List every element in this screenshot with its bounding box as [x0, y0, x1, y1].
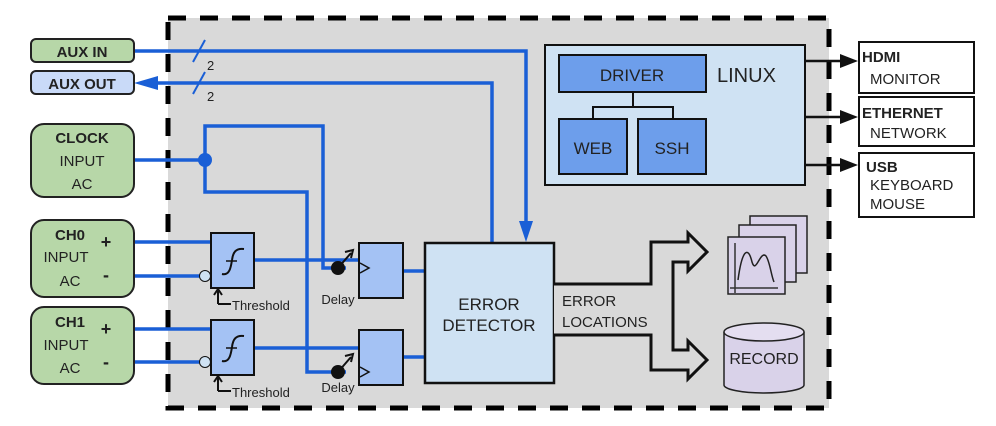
delay-adjust-arrow-icon [337, 352, 355, 373]
error-locations-line2: LOCATIONS [562, 314, 648, 331]
flipflop-ch0: Delay [321, 242, 404, 307]
ch1-line3: AC [60, 360, 81, 377]
delay-label: Delay [321, 292, 355, 307]
clock-branch-top [203, 124, 346, 270]
threshold-arrow-icon [213, 287, 231, 305]
threshold-arrow-icon [213, 374, 231, 392]
aux-in-box: AUX IN [30, 38, 135, 63]
ch0-minus: - [103, 265, 109, 285]
hdmi-line1: MONITOR [870, 71, 941, 88]
comparator-ch0: Threshold [199, 232, 290, 313]
ch0-plus: + [101, 232, 112, 252]
clock-input-icon [359, 262, 371, 274]
inverting-input-icon [199, 356, 211, 368]
bus-width-out: 2 [207, 89, 214, 104]
output-usb: USB KEYBOARD MOUSE [858, 152, 975, 218]
ch0-line3: AC [60, 273, 81, 290]
output-ethernet: ETHERNET NETWORK [858, 96, 975, 147]
error-detector-line1: ERROR [458, 295, 519, 314]
error-detector-block: ERROR DETECTOR [423, 241, 556, 385]
bus-slash-out [192, 71, 206, 95]
web-label: WEB [574, 139, 613, 158]
web-box [558, 118, 628, 175]
error-detector-line2: DETECTOR [442, 316, 535, 335]
clock-title: CLOCK [55, 130, 108, 147]
aux-in-wire [134, 49, 528, 232]
threshold-label: Threshold [232, 298, 290, 313]
ch0-title: CH0 [55, 227, 85, 244]
ch0-input-box: CH0 INPUT AC + - [30, 219, 135, 298]
ethernet-line1: NETWORK [870, 125, 947, 142]
ch0-line2: INPUT [44, 249, 89, 266]
hysteresis-icon [221, 334, 245, 363]
clock-branch-bottom [203, 160, 346, 374]
detector-input-arrowhead [519, 221, 533, 242]
bus-slash-in [192, 39, 206, 63]
ssh-label: SSH [655, 139, 690, 158]
delay-adjust-arrow-icon [337, 248, 355, 269]
aux-out-arrowhead [134, 76, 158, 90]
hdmi-title: HDMI [862, 49, 900, 66]
usb-title: USB [866, 159, 898, 176]
record-label: RECORD [729, 351, 798, 368]
flipflop-ch1: Delay [321, 329, 404, 395]
output-hdmi: HDMI MONITOR [858, 41, 975, 94]
clock-junction [198, 153, 212, 167]
clock-line2: INPUT [60, 153, 105, 170]
waveform-display-icon [727, 215, 808, 295]
ch1-input-box: CH1 INPUT AC + - [30, 306, 135, 385]
record-storage: RECORD [723, 322, 805, 394]
ch1-plus: + [101, 319, 112, 339]
ethernet-title: ETHERNET [862, 105, 943, 122]
clock-input-box: CLOCK INPUT AC [30, 123, 135, 198]
error-locations-fat-arrow: ERROR LOCATIONS [554, 229, 710, 383]
inverting-input-icon [199, 270, 211, 282]
linux-label: LINUX [717, 65, 776, 87]
driver-label: DRIVER [600, 66, 664, 85]
delay-label: Delay [321, 380, 355, 395]
signal-wires [134, 49, 528, 374]
driver-box [558, 54, 707, 93]
aux-in-label: AUX IN [57, 44, 108, 61]
clock-line3: AC [72, 176, 93, 193]
ch1-line2: INPUT [44, 337, 89, 354]
output-arrows [805, 54, 858, 172]
ssh-box [637, 118, 707, 175]
fpga-panel-border [165, 15, 832, 411]
usb-line1: KEYBOARD [870, 177, 954, 194]
hysteresis-icon [221, 247, 245, 276]
clock-input-icon [359, 366, 371, 378]
comparator-ch1: Threshold [199, 319, 290, 400]
usb-line2: MOUSE [870, 196, 925, 213]
linux-block: LINUX DRIVER WEB SSH [544, 44, 806, 186]
aux-out-label: AUX OUT [48, 76, 116, 93]
aux-out-wire [146, 81, 494, 243]
driver-tree-connector [592, 92, 674, 119]
aux-out-box: AUX OUT [30, 70, 135, 95]
ch1-minus: - [103, 352, 109, 372]
ch1-title: CH1 [55, 314, 85, 331]
error-locations-line1: ERROR [562, 293, 616, 310]
bus-width-in: 2 [207, 58, 214, 73]
threshold-label: Threshold [232, 385, 290, 400]
